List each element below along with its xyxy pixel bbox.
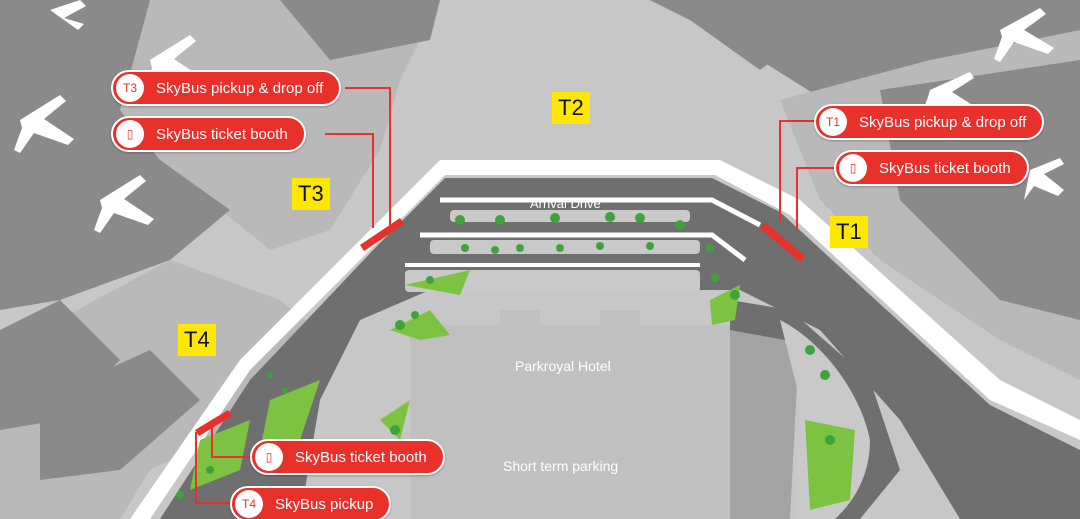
ticket-icon: ▯ [839,154,867,182]
grass-patch [190,420,250,490]
t1-booth-callout[interactable]: ▯ SkyBus ticket booth [834,150,1029,186]
hotel-roof-notch [600,310,640,325]
ticket-icon: ▯ [255,443,283,471]
t3-badge: T3 [116,74,144,102]
short-term-parking [730,325,800,519]
t1-badge: T1 [819,108,847,136]
hotel-roof-notch [500,310,540,325]
building-block [650,0,800,70]
grass-patch [390,310,450,340]
t4-pickup-label: SkyBus pickup [275,495,374,513]
building-block [840,0,1080,70]
t4-pickup-callout[interactable]: T4 SkyBus pickup [230,486,392,519]
loop-road [730,300,900,519]
walkway [130,160,1080,519]
arrival-drive-label: Arrival Drive [530,196,601,211]
grass-patch [805,420,855,510]
t1-pickup-label: SkyBus pickup & drop off [859,113,1027,131]
t3-pickup-callout[interactable]: T3 SkyBus pickup & drop off [111,70,342,106]
hotel-label: Parkroyal Hotel [515,358,611,374]
t4-booth-callout[interactable]: ▯ SkyBus ticket booth [250,439,445,475]
t4-badge: T4 [235,490,263,518]
median [405,270,700,292]
building-block [0,300,120,430]
road-lane [440,197,762,228]
grass-patch [405,270,470,295]
road-lane [420,232,747,262]
building-block [40,350,200,480]
t3-booth-callout[interactable]: ▯ SkyBus ticket booth [111,116,306,152]
t1-label: T1 [830,216,868,248]
t1-booth-label: SkyBus ticket booth [879,159,1011,177]
t4-booth-label: SkyBus ticket booth [295,448,427,466]
callout-lines [195,87,840,504]
median [450,210,690,222]
t1-pickup-callout[interactable]: T1 SkyBus pickup & drop off [814,104,1045,140]
skybus-stop-marker [195,218,805,436]
trees [176,212,835,499]
arrival-road [160,178,1080,519]
grass-patch [260,380,320,450]
building-block [280,0,440,60]
t3-pickup-label: SkyBus pickup & drop off [156,79,324,97]
t4-label: T4 [178,324,216,356]
grass-patch [380,400,410,440]
ticket-icon: ▯ [116,120,144,148]
parking-label: Short term parking [503,458,619,474]
t3-label: T3 [292,178,330,210]
t2-label: T2 [552,92,590,124]
median [430,240,700,254]
parkroyal-hotel [410,325,730,519]
building-block [0,120,230,310]
t3-booth-label: SkyBus ticket booth [156,125,288,143]
